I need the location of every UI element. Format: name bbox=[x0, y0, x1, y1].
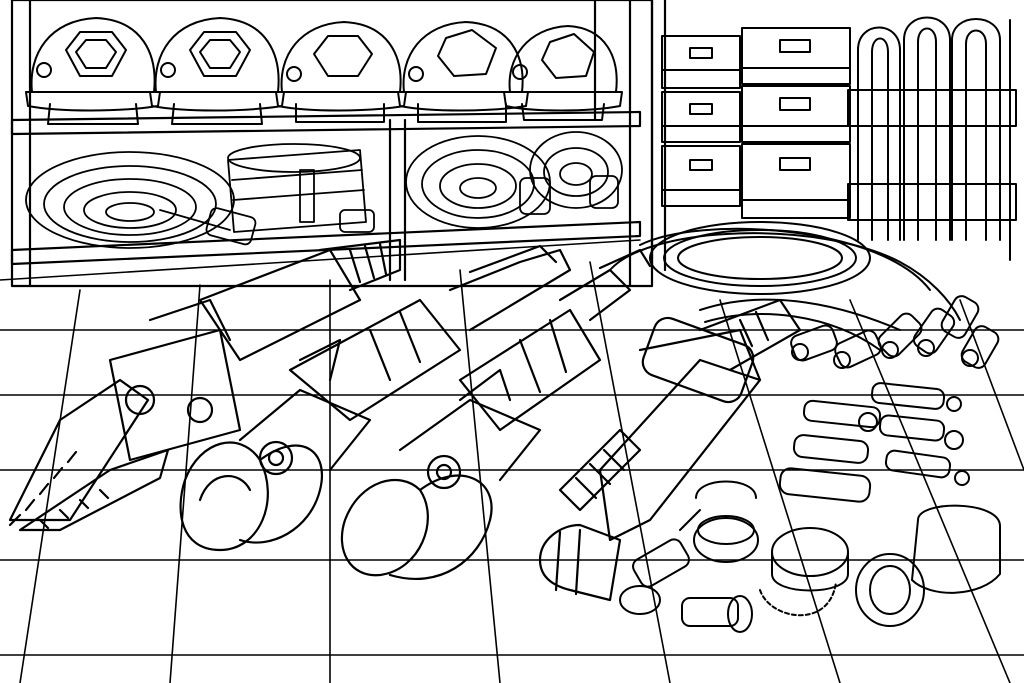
pin-set bbox=[779, 382, 969, 502]
hose-roll-icon bbox=[530, 132, 622, 208]
coupling-icon bbox=[939, 293, 982, 341]
storage-cases bbox=[662, 28, 850, 218]
couplers-and-caps bbox=[620, 482, 1000, 633]
coupler-icon bbox=[856, 506, 1000, 626]
coupler-icon bbox=[760, 528, 848, 615]
firefighter-helmet-icon bbox=[504, 26, 622, 120]
pin-icon bbox=[871, 382, 961, 411]
helmet-row bbox=[26, 18, 622, 124]
cutter-icon bbox=[181, 246, 570, 550]
coupler-icon bbox=[682, 596, 752, 632]
shelving-unit bbox=[12, 0, 665, 286]
case-icon bbox=[662, 36, 740, 88]
hose-rack-icon bbox=[848, 18, 1016, 261]
hose-roll-icon bbox=[228, 144, 374, 232]
combi-tool-icon bbox=[342, 250, 650, 579]
case-icon bbox=[662, 146, 740, 206]
coupler-icon bbox=[620, 510, 700, 614]
pin-icon bbox=[879, 415, 963, 449]
spreader-icon bbox=[10, 240, 400, 530]
coupling-icon bbox=[789, 323, 839, 362]
hose-roll-icon bbox=[406, 136, 550, 228]
case-icon bbox=[742, 86, 850, 142]
pin-icon bbox=[779, 467, 871, 502]
case-icon bbox=[742, 144, 850, 218]
shelf-hoses bbox=[26, 132, 622, 248]
hose-roll-icon bbox=[26, 152, 257, 248]
ram-icon bbox=[540, 300, 800, 600]
case-icon bbox=[742, 28, 850, 84]
pin-icon bbox=[793, 434, 869, 464]
case-icon bbox=[662, 92, 740, 142]
coupler-icon bbox=[694, 482, 758, 563]
firefighter-helmet-icon bbox=[398, 22, 528, 122]
hydraulic-hose-icon bbox=[610, 222, 1001, 371]
pin-icon bbox=[803, 400, 881, 431]
coupling-icon bbox=[875, 310, 924, 359]
coupling-icon bbox=[959, 323, 1002, 371]
pin-icon bbox=[885, 450, 969, 485]
